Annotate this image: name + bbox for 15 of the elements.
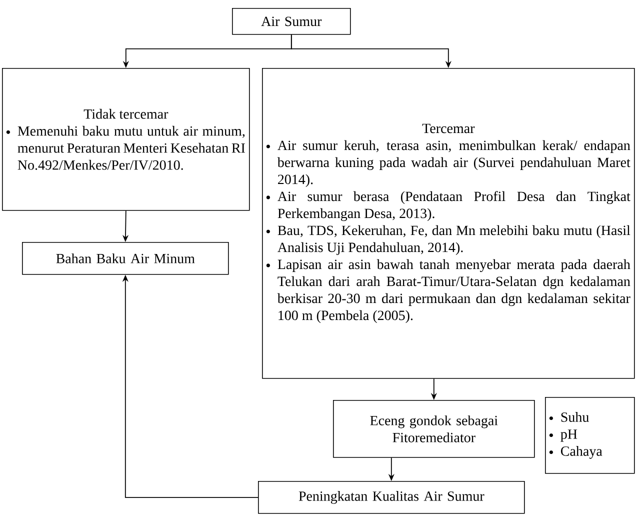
process-box: Peningkatan Kualitas Air Sumur xyxy=(258,481,525,514)
process-box: Bahan Baku Air Minum xyxy=(22,242,229,275)
bullet-text: Bau, TDS, Kekeruhan, Fe, dan Mn melebihi baku mutu (Hasil Analisis Uji Pendahuluan, 2014). xyxy=(278,225,630,255)
bullet-text: Cahaya xyxy=(560,446,602,459)
bullet-text: Lapisan air asin bawah tanah menyebar merata pada daerah Telukan dari arah Barat-Timur/Utara-Selatan dgn kedalaman berkisar 20-30 m dari permukaan dan dgn kedalaman sekitar 100 m (Pembela (2005). xyxy=(277,259,630,323)
process-box: Air Sumur xyxy=(232,8,351,35)
bullet-text: Air sumur berasa (Pendataan Profil Desa dan Tingkat Perkembangan Desa, 2013). xyxy=(278,191,630,222)
process-box: Eceng gondok sebagai Fitoremediator xyxy=(333,400,535,458)
text-box: Tercemar Air sumur keruh, terasa asin, menimbulkan kerak/ endapan berwarna kuning pada wadah air (Survei pendahuluan Maret 2014). Air sumur berasa (Pendataan Profil Desa dan Tingkat Perkembangan Desa, 2013). Bau, TDS, Kekeruhan, Fe, dan Mn melebihi baku mutu (Hasil Analisis Uji Pendahuluan, 2014). Lapisan air asin bawah tanah menyebar merata pada daerah Telukan dari arah Barat-Timur/Utara-Selatan dgn kedalaman berkisar 20-30 m dari permukaan dan dgn kedalaman sekitar 100 m (Pembela (2005). xyxy=(262,68,635,379)
bullet-text: pH xyxy=(560,430,578,442)
bullet-text: Air sumur keruh, terasa asin, menimbulkan kerak/ endapan berwarna kuning pada wadah air (Survei pendahuluan Maret 2014). xyxy=(277,140,630,187)
bullet-text: Memenuhi baku mutu untuk air minum, menurut Peraturan Menteri Kesehatan RI No.492/Menkes/Per/IV/2010. xyxy=(18,126,245,170)
text-box: Tidak tercemar Memenuhi baku mutu untuk air minum, menurut Peraturan Menteri Kesehatan RI No.492/Menkes/Per/IV/2010. xyxy=(2,68,250,211)
bullet-text: Suhu xyxy=(561,412,589,422)
list-box xyxy=(545,397,635,474)
